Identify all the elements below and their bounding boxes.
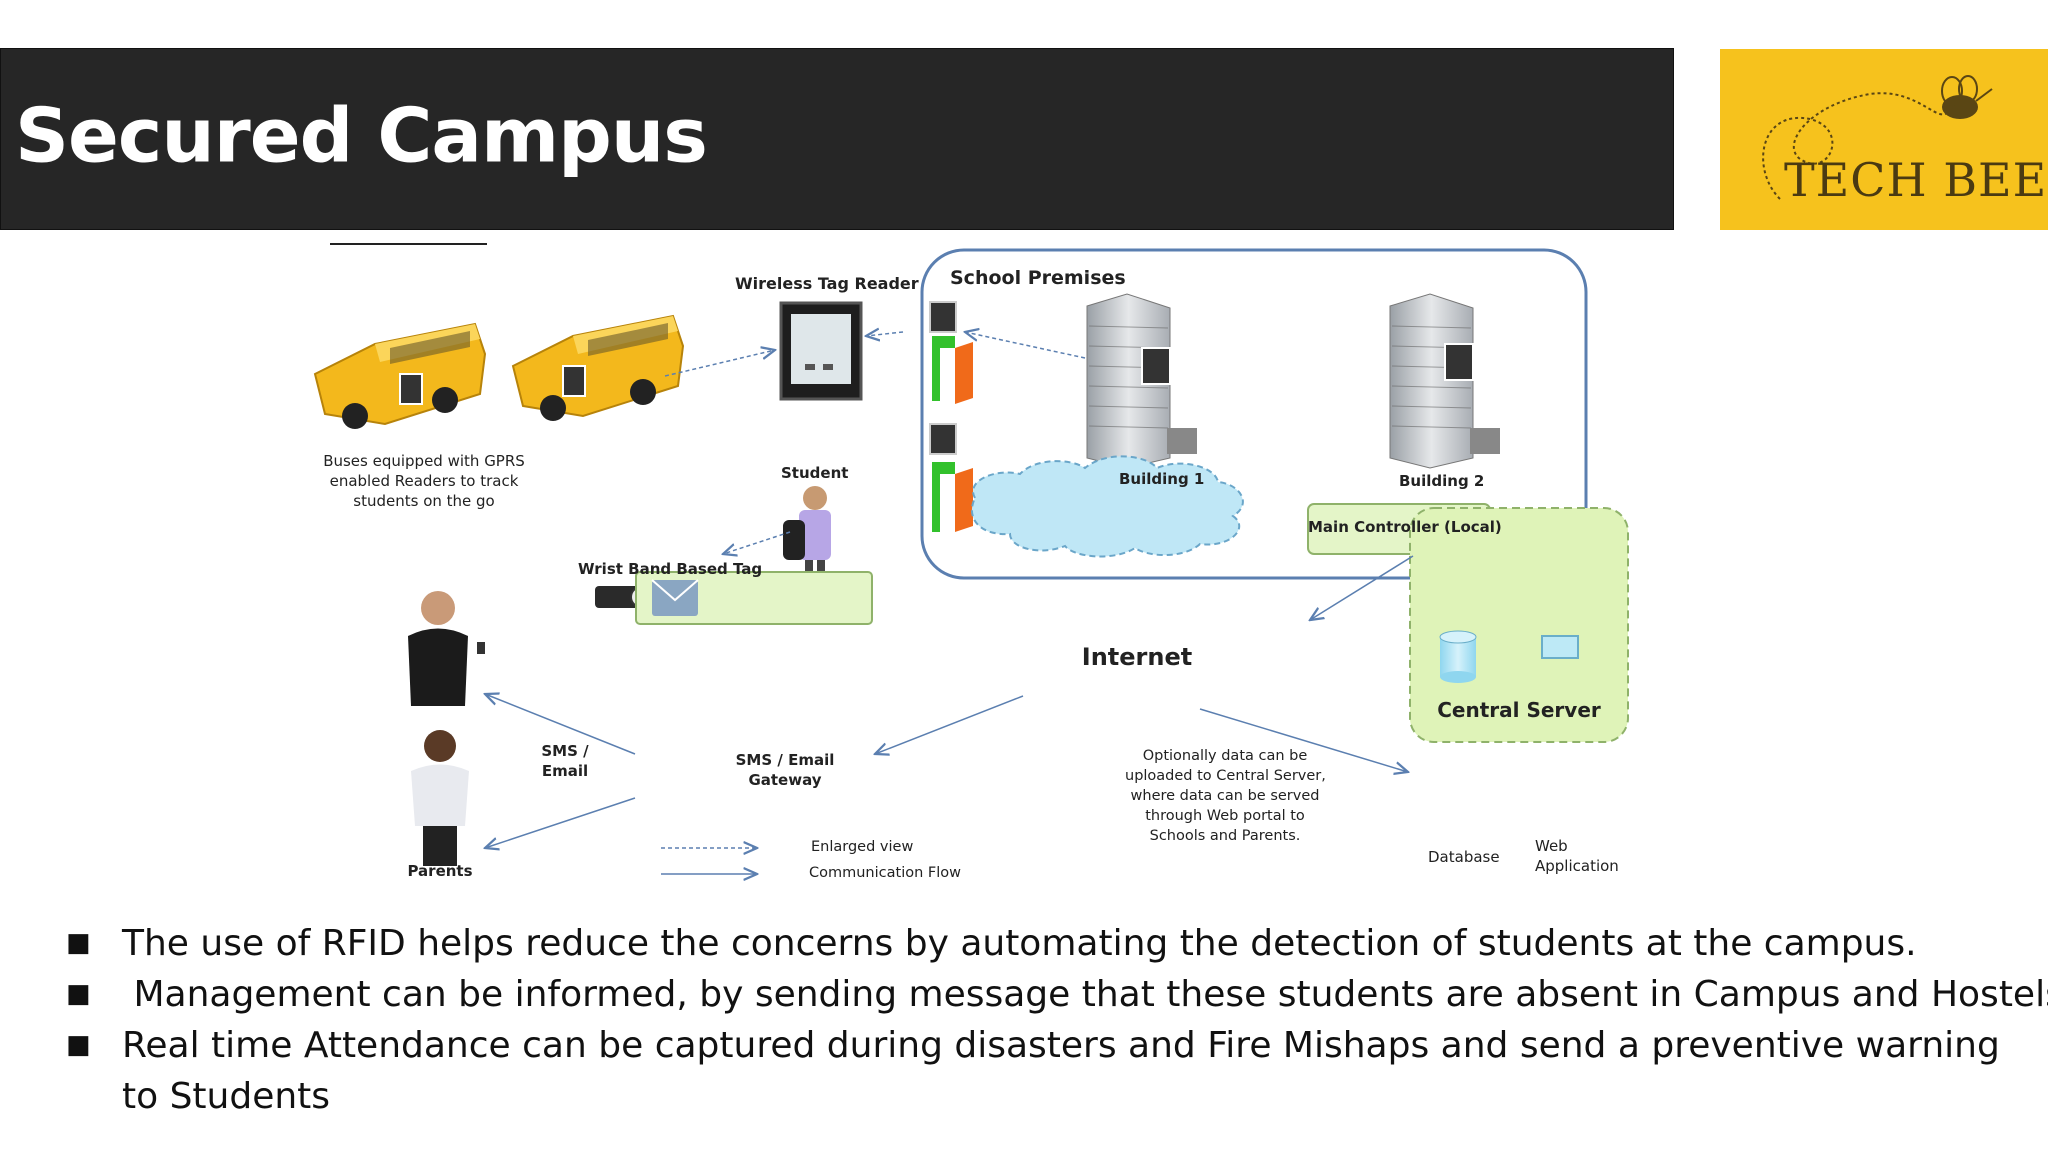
- legend-enlarged-view: Enlarged view: [811, 839, 914, 855]
- gateway-line: SMS / Email: [735, 751, 835, 769]
- logo-text: TECH BEE: [1784, 153, 2048, 207]
- parents-label: Parents: [407, 862, 473, 880]
- diagram-graphics: [313, 243, 1629, 896]
- buses-caption-line: Buses equipped with GPRS: [323, 452, 525, 470]
- web-app-icon: [1541, 635, 1579, 659]
- slide-title: Secured Campus: [15, 91, 708, 180]
- note-line: where data can be served: [1130, 788, 1320, 804]
- database-label: Database: [1428, 848, 1500, 866]
- note-line: through Web portal to: [1145, 808, 1305, 824]
- bullet-text: Management can be informed, by sending m…: [122, 974, 2048, 1015]
- school-premises-label: School Premises: [950, 267, 1126, 289]
- central-server-box: [1409, 507, 1629, 743]
- school-premises-boundary: [920, 248, 1588, 580]
- wireless-tag-reader-label: Wireless Tag Reader: [735, 274, 919, 293]
- internet-cloud: [970, 455, 1244, 558]
- person-phone-icon: [408, 591, 485, 706]
- wrist-band-tag-label: Wrist Band Based Tag: [578, 560, 763, 578]
- internet-label: Internet: [1081, 643, 1193, 671]
- bus-icon: [313, 322, 487, 429]
- building2-label: Building 2: [1399, 472, 1485, 490]
- bullet-item: ■ Management can be informed, by sending…: [60, 969, 2048, 1020]
- rfid-system-diagram: Wireless Tag Reader School Premises Buse…: [305, 236, 1685, 896]
- bullet-marker: ■: [66, 928, 91, 958]
- bullet-list: ■ The use of RFID helps reduce the conce…: [60, 918, 2048, 1122]
- buses-caption-line: enabled Readers to track: [329, 472, 519, 490]
- bullet-text: Real time Attendance can be captured dur…: [122, 1025, 2000, 1117]
- note-line: Schools and Parents.: [1149, 828, 1301, 844]
- title-bar: Secured Campus: [0, 48, 1674, 230]
- bee-icon: [1762, 75, 1993, 200]
- building1-label: Building 1: [1119, 470, 1205, 488]
- tag-reader-icon: [779, 301, 863, 401]
- central-server-note: Optionally data can be uploaded to Centr…: [1125, 746, 1326, 846]
- buses-caption: Buses equipped with GPRS enabled Readers…: [309, 451, 539, 511]
- web-app-line: Web: [1535, 837, 1568, 855]
- note-line: uploaded to Central Server,: [1125, 768, 1326, 784]
- gate-icon: [929, 423, 973, 532]
- web-application-label: Web Application: [1535, 836, 1625, 876]
- bullet-marker: ■: [66, 979, 91, 1009]
- tech-bee-logo: TECH BEE: [1720, 49, 2048, 230]
- buses-caption-line: students on the go: [353, 492, 495, 510]
- sms-email-label: SMS / Email: [530, 741, 600, 781]
- sms-email-line: SMS /: [541, 742, 589, 760]
- student-label: Student: [781, 464, 849, 482]
- database-icon: [1439, 630, 1477, 683]
- bullet-text: The use of RFID helps reduce the concern…: [122, 923, 1917, 964]
- bus-icon: [511, 314, 685, 421]
- envelope-icon-label: SMS: [664, 738, 684, 748]
- note-line: Optionally data can be: [1142, 748, 1308, 764]
- communication-flow-lines: [485, 555, 1414, 874]
- bullet-marker: ■: [66, 1030, 91, 1060]
- gate-icon: [929, 301, 973, 404]
- building-icon: [1389, 293, 1500, 469]
- legend-communication-flow: Communication Flow: [809, 865, 961, 881]
- building-icon: [1086, 293, 1197, 469]
- envelope-icon: [651, 579, 699, 616]
- sms-email-line: Email: [541, 762, 589, 780]
- bullet-item: ■ The use of RFID helps reduce the conce…: [60, 918, 2010, 969]
- enlarged-view-lines: [661, 332, 1086, 848]
- central-server-label: Central Server: [1437, 698, 1601, 722]
- main-controller-label: Main Controller (Local): [1308, 518, 1502, 536]
- gateway-label: SMS / Email Gateway: [705, 750, 865, 790]
- web-app-line: Application: [1535, 857, 1619, 875]
- gateway-line: Gateway: [748, 771, 822, 789]
- person-phone-icon: [411, 730, 469, 866]
- bullet-item: ■ Real time Attendance can be captured d…: [60, 1020, 2010, 1122]
